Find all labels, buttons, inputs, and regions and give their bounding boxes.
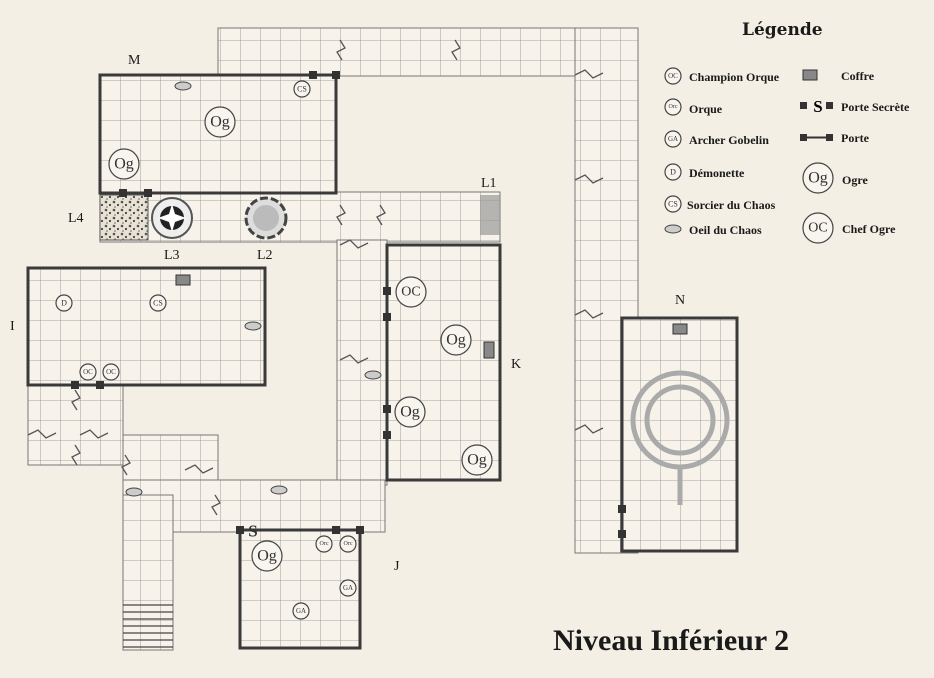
legend-item: Coffre — [841, 69, 875, 83]
room-label-L3: L3 — [164, 248, 180, 263]
svg-text:D: D — [61, 299, 67, 308]
legend-title: Légende — [742, 20, 823, 40]
svg-text:Orc: Orc — [669, 104, 678, 110]
svg-text:D: D — [670, 168, 676, 177]
star-pit-icon — [151, 197, 193, 239]
stair-corridor — [122, 494, 174, 651]
legend-item: Archer Gobelin — [689, 133, 769, 147]
vertical-corridor — [336, 239, 388, 486]
svg-text:CS: CS — [153, 299, 163, 308]
svg-text:GA: GA — [296, 607, 306, 615]
ogre-token: Og — [461, 444, 493, 476]
map-title: Niveau Inférieur 2 — [553, 624, 790, 657]
legend-item: Champion Orque — [689, 70, 780, 84]
room-label-K: K — [511, 357, 521, 372]
chaos-sorcerer-token: CS — [149, 294, 167, 312]
room-label-I: I — [10, 319, 15, 334]
ogre-token: Og — [440, 324, 472, 356]
svg-text:GA: GA — [668, 135, 678, 143]
left-corridor — [27, 384, 124, 466]
ogre-token: Og — [394, 396, 426, 428]
svg-text:CS: CS — [297, 85, 307, 94]
room-J — [238, 528, 362, 650]
room-label-L1: L1 — [481, 176, 497, 191]
top-corridor — [217, 27, 639, 77]
eye-of-chaos-icon — [125, 81, 382, 497]
stairs — [123, 604, 173, 648]
well-icon — [244, 196, 288, 240]
legend-item: Démonette — [689, 166, 745, 180]
room-label-L4: L4 — [68, 211, 84, 226]
legend-item: Porte — [841, 131, 869, 145]
legend-item: Sorcier du Chaos — [687, 198, 776, 212]
doors — [71, 71, 626, 538]
svg-text:OC: OC — [106, 368, 116, 376]
svg-text:S: S — [813, 97, 822, 116]
svg-text:Orc: Orc — [344, 541, 353, 547]
svg-text:Og: Og — [808, 170, 828, 187]
secret-door-marker: S — [248, 522, 257, 541]
ogre-token: Og — [251, 540, 283, 572]
svg-text:Og: Og — [400, 404, 420, 421]
legend-item: Chef Ogre — [842, 222, 896, 236]
ogre-token: Og — [204, 106, 236, 138]
room-label-J: J — [394, 559, 400, 574]
broken-passages — [27, 39, 604, 516]
legend-item: Porte Secrète — [841, 100, 910, 114]
chaos-sorcerer-token: CS — [293, 80, 311, 98]
svg-text:OC: OC — [808, 221, 827, 236]
orc-champion-token: OC — [102, 363, 120, 381]
room-I — [26, 266, 267, 387]
legend-item: Oeil du Chaos — [689, 223, 762, 237]
svg-text:Og: Og — [257, 548, 277, 565]
room-N — [620, 316, 739, 553]
room-label-M: M — [128, 53, 141, 68]
svg-text:CS: CS — [668, 200, 678, 209]
svg-text:Og: Og — [467, 452, 487, 469]
ogre-token: Og — [108, 148, 140, 180]
goblin-archer-token: GA — [292, 602, 310, 620]
svg-text:Og: Og — [114, 156, 134, 173]
chest-icon — [175, 274, 688, 359]
room-M — [98, 73, 338, 195]
rubble-area — [99, 194, 149, 241]
room-label-N: N — [675, 293, 685, 308]
daemonette-token: D — [55, 294, 73, 312]
goblin-archer-token: GA — [339, 579, 357, 597]
svg-text:Og: Og — [446, 332, 466, 349]
orc-token: Orc — [339, 535, 357, 553]
ogre-chief-token: OC — [395, 276, 427, 308]
room-I-floor — [27, 267, 266, 386]
svg-text:OC: OC — [668, 72, 678, 80]
room-N-floor — [621, 317, 738, 552]
room-label-L2: L2 — [257, 248, 273, 263]
svg-text:OC: OC — [83, 368, 93, 376]
cave-edge — [480, 195, 500, 235]
legend-symbols: OC Orc GA D CS S Og OC — [664, 67, 834, 244]
svg-text:Orc: Orc — [320, 541, 329, 547]
svg-text:GA: GA — [343, 584, 353, 592]
orc-champion-token: OC — [79, 363, 97, 381]
svg-text:OC: OC — [401, 285, 420, 300]
orc-token: Orc — [315, 535, 333, 553]
svg-text:Og: Og — [210, 114, 230, 131]
legend-item: Ogre — [842, 173, 868, 187]
room-K — [385, 243, 502, 482]
legend-item: Orque — [689, 102, 723, 116]
circular-pit — [630, 370, 730, 505]
